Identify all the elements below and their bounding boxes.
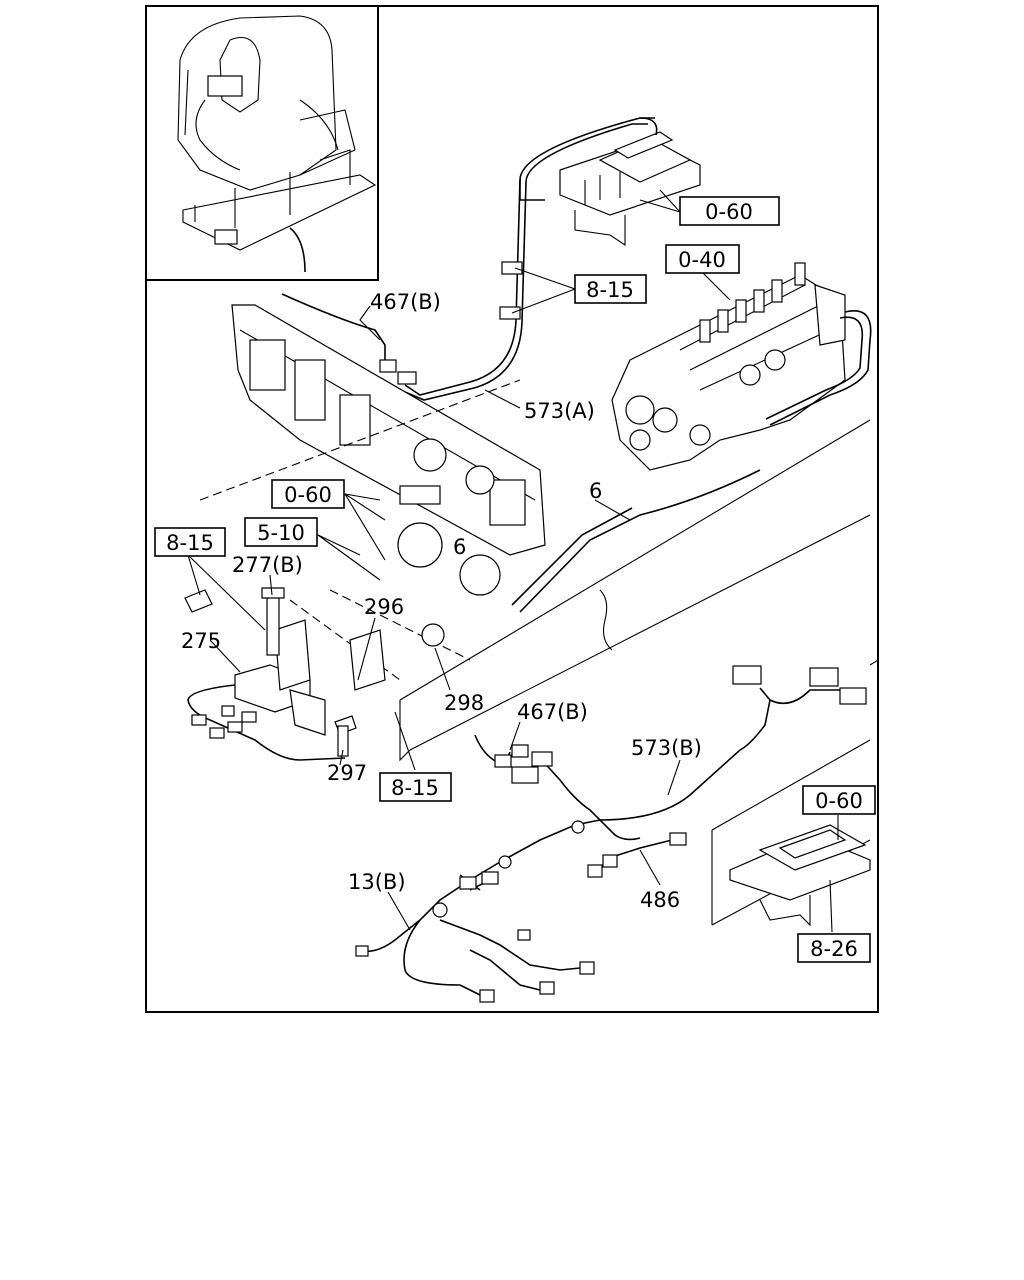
ref-box-5-10: 5-10 [244,517,318,547]
ref-box-label: 0-60 [284,483,332,507]
label-6-b: 6 [453,535,466,559]
ref-box-8-15-left: 8-15 [154,527,226,557]
ref-box-label: 5-10 [257,521,305,545]
label-298: 298 [444,691,484,715]
ref-box-8-15-bottom: 8-15 [379,772,452,802]
ref-box-label: 0-60 [815,789,863,813]
ref-box-label: 8-15 [586,278,634,302]
label-486: 486 [640,888,680,912]
ref-box-0-60-top: 0-60 [679,196,780,226]
ref-box-8-15-top: 8-15 [574,274,647,304]
ref-box-label: 8-15 [391,776,439,800]
harness-13b [355,855,595,1003]
ref-box-0-40: 0-40 [665,244,740,274]
ecu-unit-top [559,117,701,247]
ref-box-label: 0-40 [678,248,726,272]
harness-467b-lower [474,734,529,768]
label-296: 296 [364,595,404,619]
part-labels: 467(B) 573(A) 6 6 277(B) 296 275 298 297… [181,290,702,912]
ref-box-label: 8-26 [810,937,858,961]
sensor-bracket-assembly [184,587,445,761]
label-467b-top: 467(B) [370,290,441,314]
ecu-inset-bottom [711,659,879,927]
label-13b: 13(B) [348,870,406,894]
label-275: 275 [181,629,221,653]
ref-box-0-60-right: 0-60 [802,785,876,815]
label-573b: 573(B) [631,736,702,760]
label-6-a: 6 [589,479,602,503]
leader-lines [187,189,839,933]
harness-573b [499,665,867,878]
ref-box-0-60-mid: 0-60 [271,479,345,509]
label-277b: 277(B) [232,553,303,577]
label-467b-mid: 467(B) [517,700,588,724]
label-573a: 573(A) [524,399,595,423]
vehicle-overview-inset [177,15,377,273]
harness-573a [397,117,655,401]
diagram-frame [145,5,879,1013]
chassis-rail [199,379,871,762]
injection-pump-assembly [611,262,872,471]
ref-box-label: 0-60 [705,200,753,224]
ref-box-label: 8-15 [166,531,214,555]
cross-member [231,293,546,596]
label-297: 297 [327,761,367,785]
ref-box-8-26: 8-26 [797,933,871,963]
